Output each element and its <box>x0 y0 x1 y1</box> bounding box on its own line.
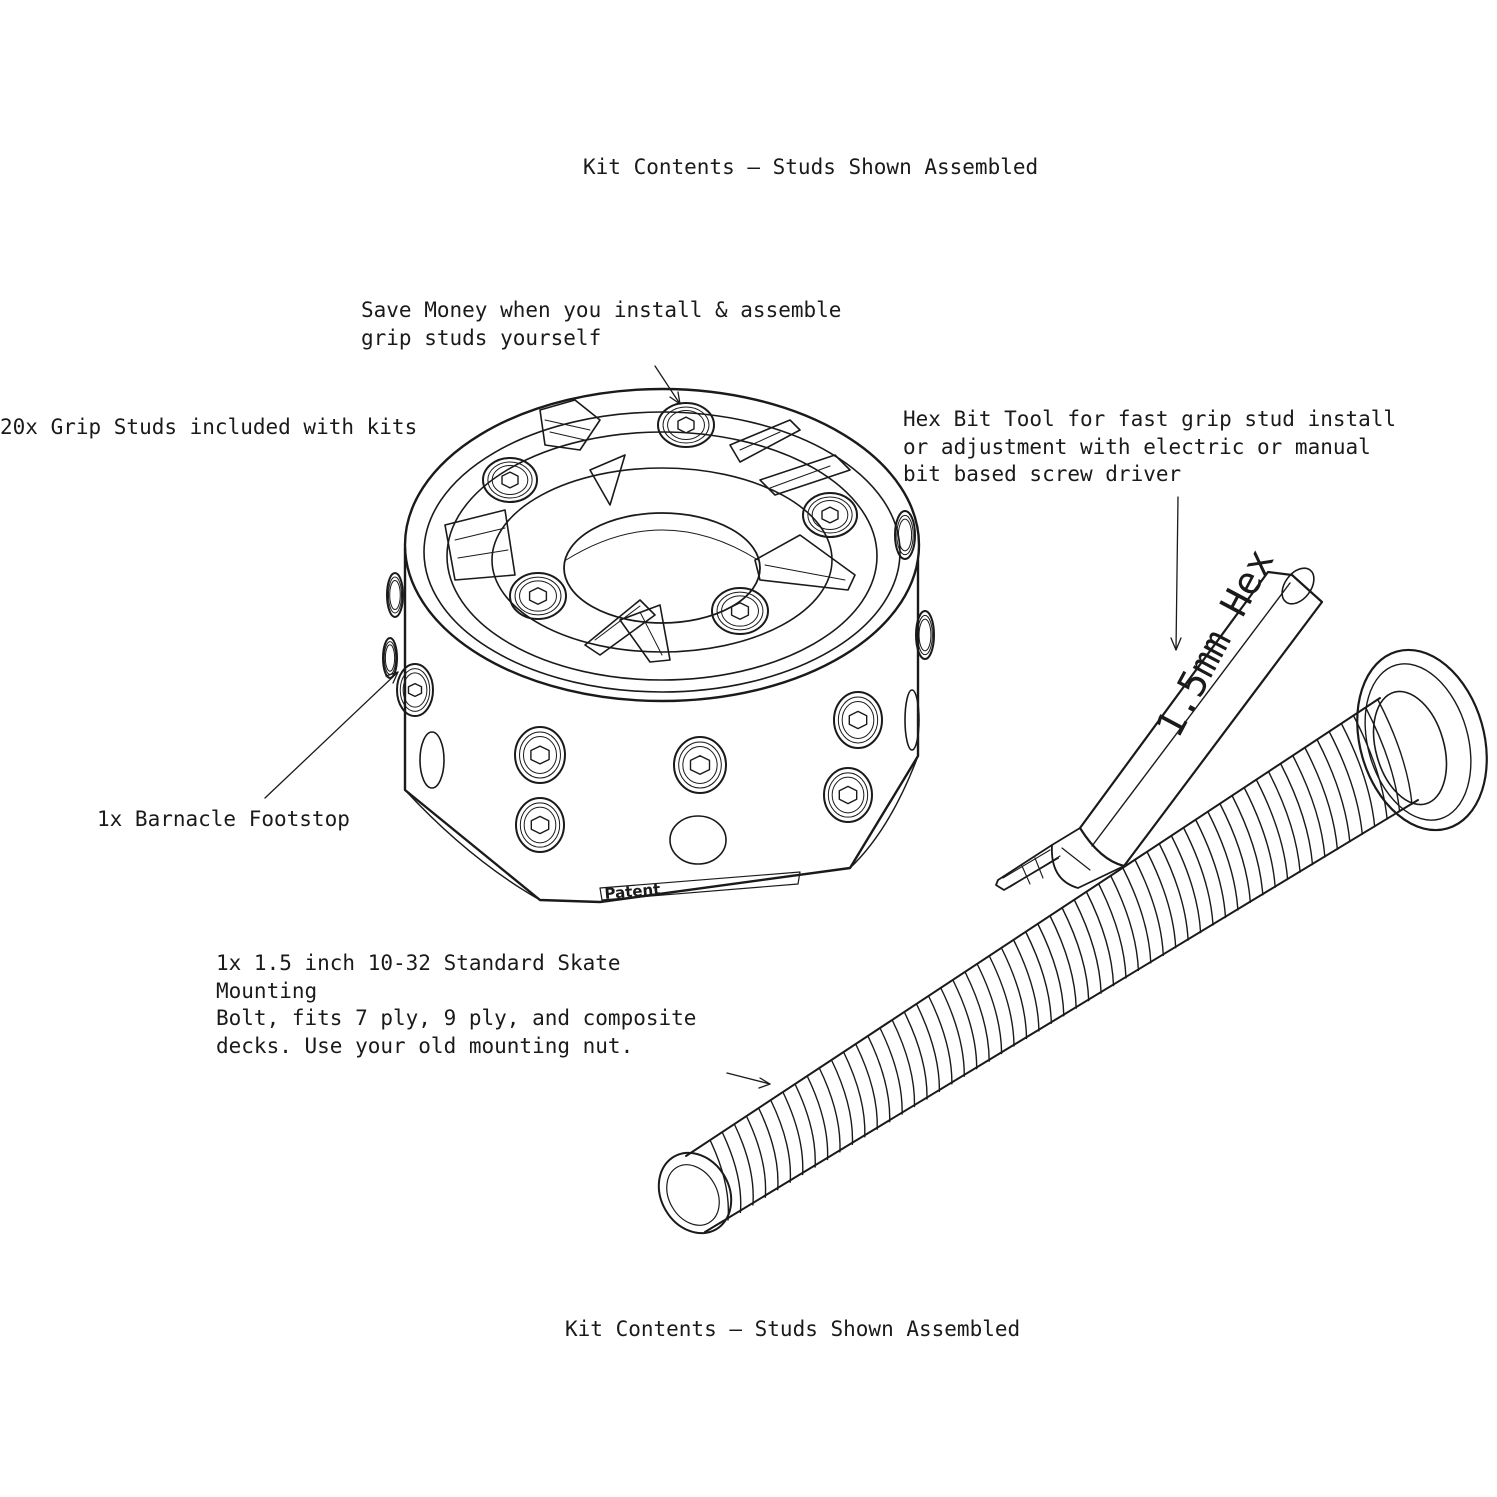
grip-stud <box>802 492 858 538</box>
footstop-drawing <box>403 387 921 904</box>
grip-stud <box>894 510 916 560</box>
callout-line: Mounting <box>216 978 318 1003</box>
bolt-shaft-top <box>685 697 1381 1157</box>
hex-bit-tool <box>995 567 1324 891</box>
footstop-raised-letters <box>444 399 856 663</box>
bolt-head <box>1356 648 1488 832</box>
callout-line: decks. Use your old mounting nut. <box>216 1033 634 1058</box>
grip-stud <box>711 587 769 635</box>
grip-stud <box>386 572 404 618</box>
grip-stud <box>382 637 398 679</box>
caption-bottom: Kit Contents — Studs Shown Assembled <box>565 1317 1021 1341</box>
grip-stud <box>915 610 935 660</box>
footstop-side-hole <box>669 815 727 865</box>
bit-body <box>1078 570 1324 868</box>
grip-stud <box>833 691 883 749</box>
bolt-shaft-bottom <box>704 799 1419 1233</box>
grip-stud <box>515 797 565 853</box>
callout-save-money: Save Money when you install & assemble g… <box>361 297 841 352</box>
callout-footstop: 1x Barnacle Footstop <box>97 807 350 831</box>
leader-footstop <box>264 671 399 799</box>
grip-studs <box>382 402 935 853</box>
callout-grip-studs: 20x Grip Studs included with kits <box>0 415 418 439</box>
footstop-top-rim <box>403 387 921 703</box>
callout-line: bit based screw driver <box>903 462 1182 486</box>
footstop-base-engraving: Patent <box>604 880 661 903</box>
grip-stud <box>673 736 727 794</box>
grip-stud <box>514 726 566 784</box>
bit-shank <box>1051 827 1125 889</box>
callout-line: grip studs yourself <box>361 325 602 350</box>
bit-engraving: 1.5mm Hex <box>1147 542 1283 744</box>
callout-line: 1x 1.5 inch 10-32 Standard Skate <box>216 951 621 975</box>
callout-hex-bit: Hex Bit Tool for fast grip stud install … <box>903 406 1396 489</box>
callout-line: or adjustment with electric or manual <box>903 434 1371 459</box>
grip-stud <box>657 402 715 448</box>
footstop-body <box>403 546 920 904</box>
bit-hex-tip <box>995 844 1059 891</box>
callout-line: Bolt, fits 7 ply, 9 ply, and composite <box>216 1006 697 1030</box>
grip-stud <box>396 663 434 717</box>
leader-hex-bit <box>1175 496 1179 651</box>
grip-stud <box>823 767 873 823</box>
bolt-tip <box>657 1151 733 1235</box>
footstop-lip <box>423 411 901 693</box>
footstop-center-hole <box>563 512 761 624</box>
leader-save-money <box>654 365 681 405</box>
callout-line: Save Money when you install & assemble <box>361 298 842 322</box>
callout-line: Hex Bit Tool for fast grip stud install <box>903 407 1397 431</box>
grip-stud <box>482 457 538 503</box>
caption-top: Kit Contents — Studs Shown Assembled <box>583 155 1039 179</box>
mounting-bolt <box>657 648 1488 1235</box>
grip-stud <box>509 572 567 620</box>
leader-bolt <box>726 1072 771 1085</box>
leader-lines <box>264 365 1182 1089</box>
callout-bolt: 1x 1.5 inch 10-32 Standard Skate Mountin… <box>216 950 696 1060</box>
